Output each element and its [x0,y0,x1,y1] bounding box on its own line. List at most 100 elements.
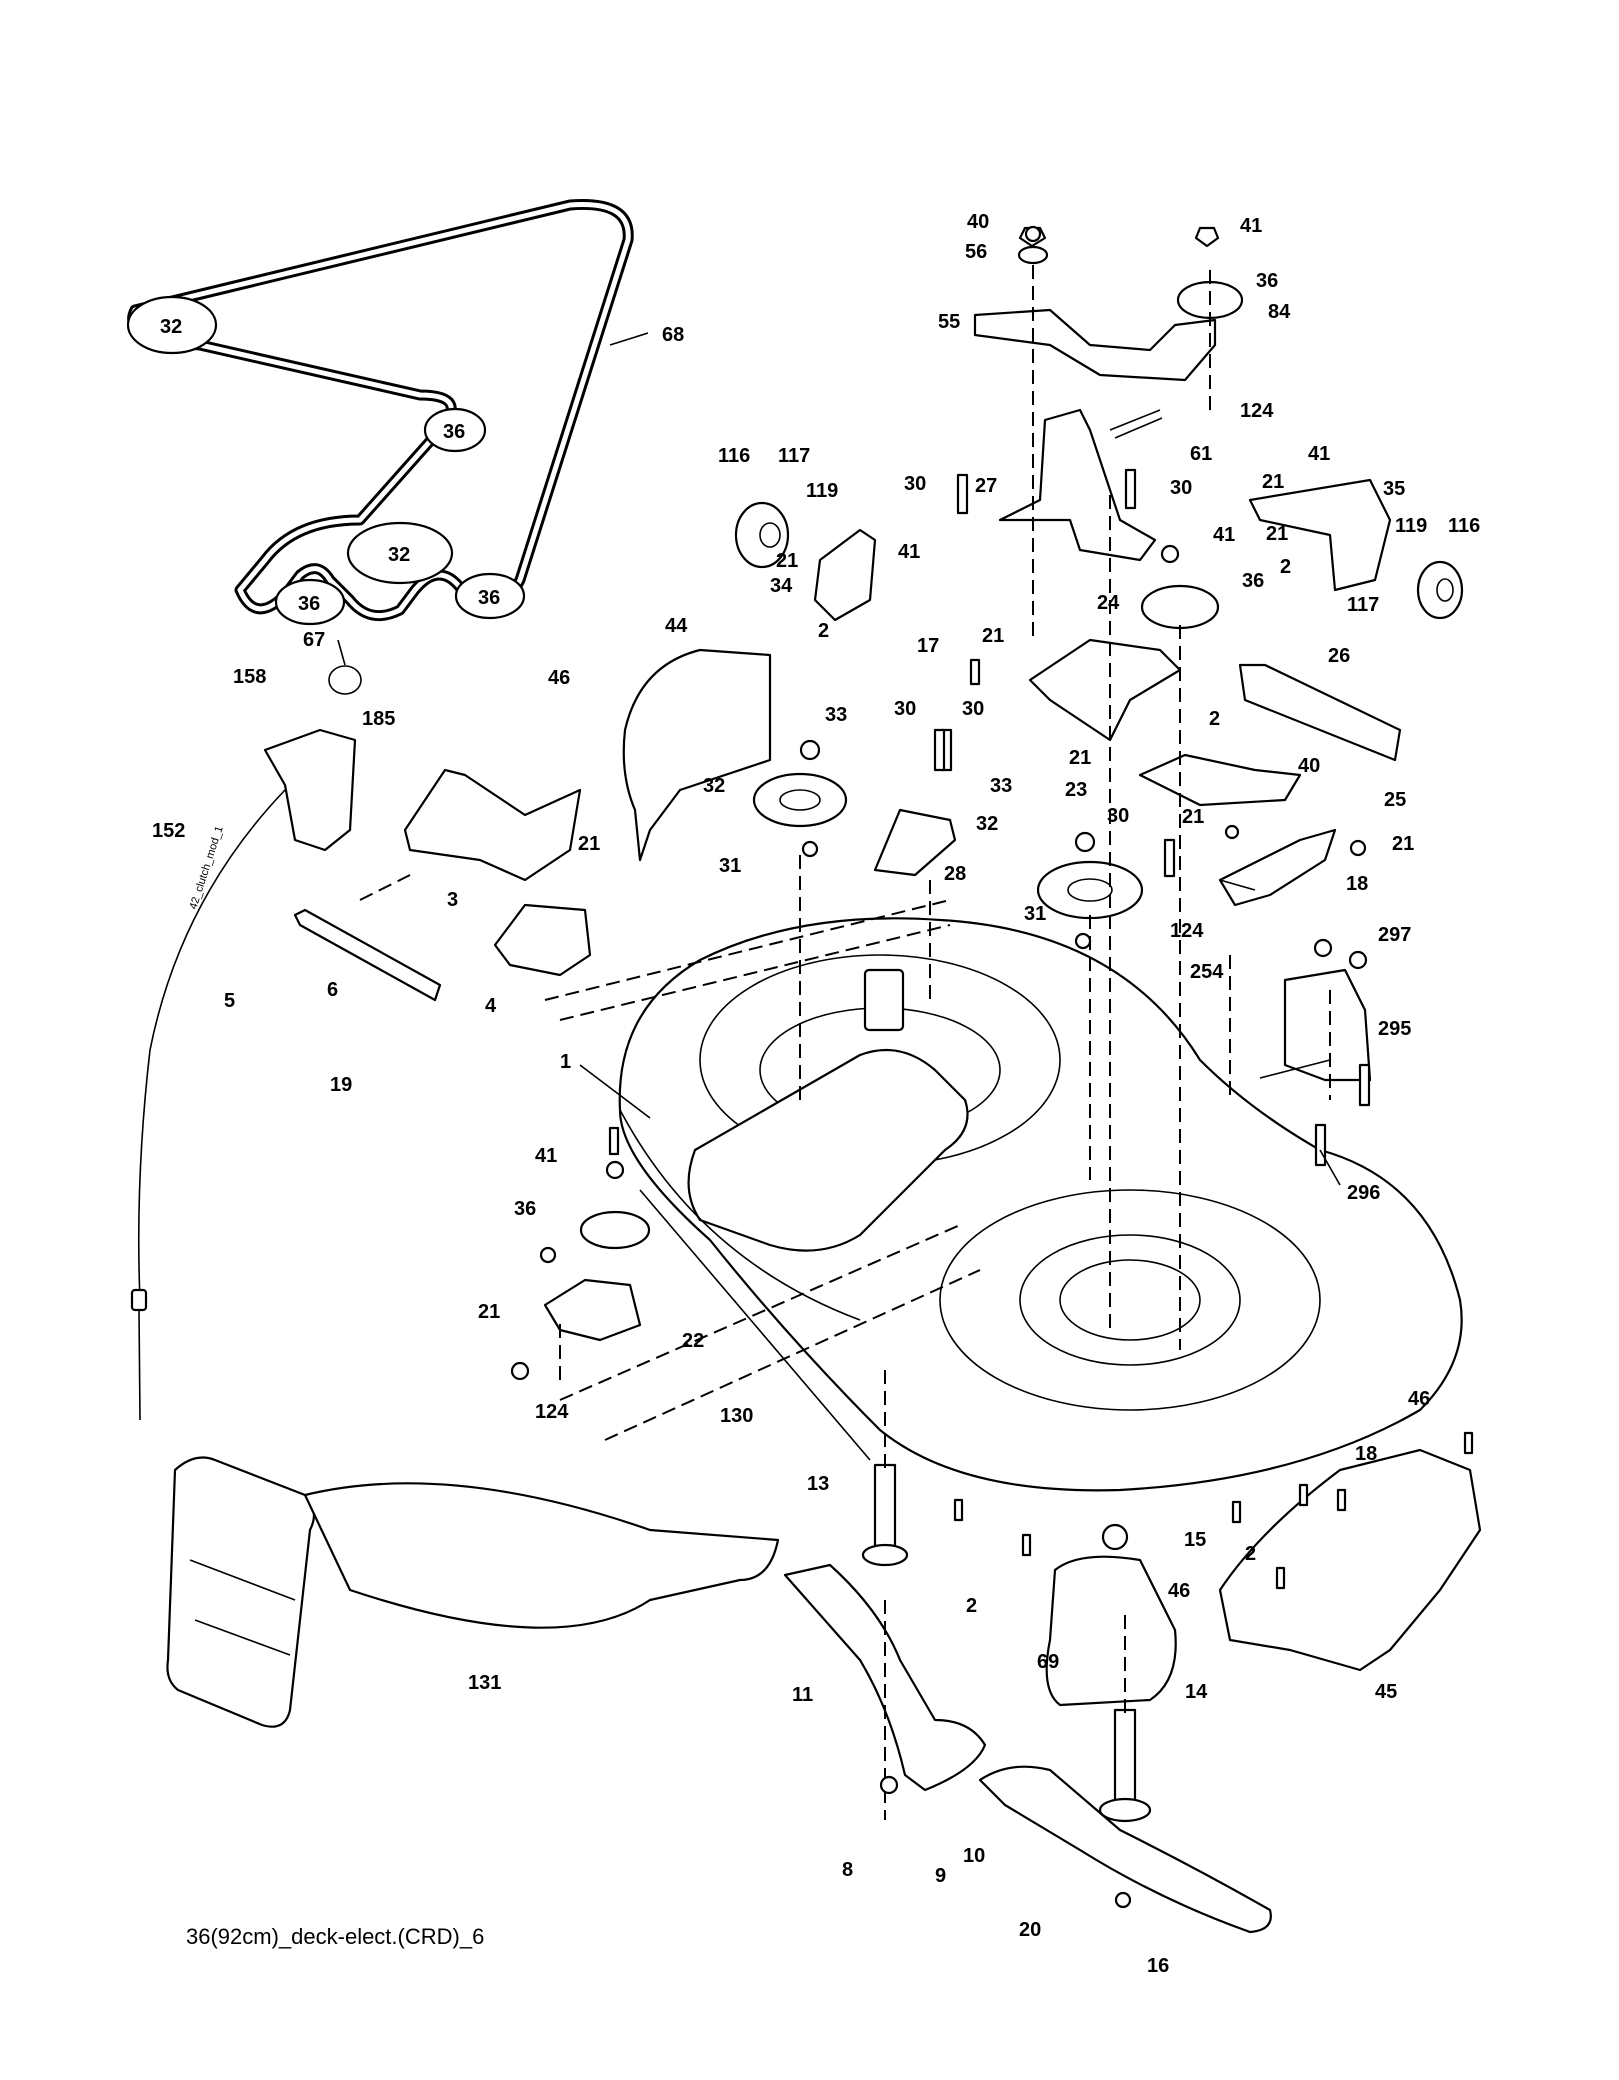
bracket-4 [493,903,592,977]
belt-guards [622,648,1482,1672]
callout-33: 33 [990,775,1012,797]
spindle-housing-14 [1045,1555,1177,1707]
callout-41: 41 [1213,524,1235,546]
callout-41: 41 [1240,215,1262,237]
callout-124: 124 [1240,400,1274,422]
callout-23: 23 [1065,779,1087,801]
deck-brackets [293,638,1402,1342]
blade-16 [978,1765,1272,1934]
callout-117: 117 [1347,594,1379,616]
callout-6: 6 [327,979,338,1001]
callout-41: 41 [535,1145,557,1167]
link-rod-6 [293,908,442,1002]
callout-21: 21 [578,833,600,855]
callout-24: 24 [1097,592,1120,614]
cover-295 [1283,968,1372,1082]
callout-46: 46 [1168,1580,1190,1602]
pulley-label-32: 32 [160,316,182,338]
callout-295: 295 [1378,1018,1411,1040]
callout-45: 45 [1375,1681,1397,1703]
callout-5: 5 [224,990,235,1012]
cutting-blades [783,1563,1272,1934]
guard-45 [1218,1448,1482,1672]
callout-2: 2 [818,620,829,642]
callout-84: 84 [1268,301,1291,323]
callout-34: 34 [770,575,793,597]
callout-254: 254 [1190,961,1224,983]
callout-8: 8 [842,1859,853,1881]
callout-36: 36 [1256,270,1278,292]
callout-30: 30 [1170,477,1192,499]
callout-68: 68 [662,324,684,346]
callout-28: 28 [944,863,966,885]
blade-11 [783,1563,987,1792]
belt-pulley-36-right [454,572,526,620]
callout-18: 18 [1355,1443,1377,1465]
callout-9: 9 [935,1865,946,1887]
callout-22: 22 [682,1330,704,1352]
callout-2: 2 [1245,1543,1256,1565]
callout-16: 16 [1147,1955,1169,1977]
callout-21: 21 [478,1301,500,1323]
callout-13: 13 [807,1473,829,1495]
bracket-3 [403,768,582,882]
bracket-26 [1238,663,1402,762]
callout-46: 46 [1408,1388,1430,1410]
callout-36: 36 [1242,570,1264,592]
callout-4: 4 [485,995,497,1017]
callout-31: 31 [1024,903,1046,925]
callout-11: 11 [792,1684,813,1706]
callout-1: 1 [560,1051,571,1073]
callout-3: 3 [447,889,458,911]
callout-33: 33 [825,704,847,726]
callout-10: 10 [963,1845,985,1867]
bracket-25 [1218,828,1337,907]
callout-21: 21 [1266,523,1288,545]
callout-20: 20 [1019,1919,1041,1941]
callout-124: 124 [535,1401,569,1423]
callout-26: 26 [1328,645,1350,667]
bracket-24 [1028,638,1182,742]
callout-21: 21 [1262,471,1284,493]
callout-19: 19 [330,1074,352,1096]
idler-arm-55 [973,226,1244,382]
callout-158: 158 [233,666,266,688]
bracket-27 [998,408,1163,562]
callout-21: 21 [1182,806,1204,828]
callout-69: 69 [1037,1651,1059,1673]
drive-belt-assembly [126,198,634,695]
callout-56: 56 [965,241,987,263]
guard-44 [622,648,772,862]
callout-131: 131 [468,1672,501,1694]
callout-36: 36 [514,1198,536,1220]
callout-25: 25 [1384,789,1406,811]
callout-185: 185 [362,708,395,730]
pulley-label-32: 32 [388,544,410,566]
callout-116: 116 [718,445,750,467]
callout-2: 2 [1209,708,1220,730]
callout-46: 46 [548,667,570,689]
belt-pulley-labels: 32 36 32 36 36 [160,316,500,615]
callout-44: 44 [665,615,688,637]
callout-296: 296 [1347,1182,1380,1204]
callout-117: 117 [778,445,810,467]
deck-pulleys [579,584,1220,1250]
callout-30: 30 [962,698,984,720]
bracket-28 [873,808,957,877]
callout-40: 40 [1298,755,1320,777]
belt-pulley-32-middle [346,521,454,585]
pulley-label-36: 36 [298,593,320,615]
callout-116: 116 [1448,515,1480,537]
callout-21: 21 [776,550,798,572]
belt-pulley-36-upper [423,407,487,453]
callout-2: 2 [1280,556,1291,578]
belt-guide-67 [328,665,362,695]
callout-31: 31 [719,855,741,877]
callout-152: 152 [152,820,185,842]
callout-41: 41 [1308,443,1330,465]
belt-pulley-36-left [274,578,346,626]
callout-21: 21 [982,625,1004,647]
callout-21: 21 [1069,747,1091,769]
spindles [861,1463,1177,1823]
